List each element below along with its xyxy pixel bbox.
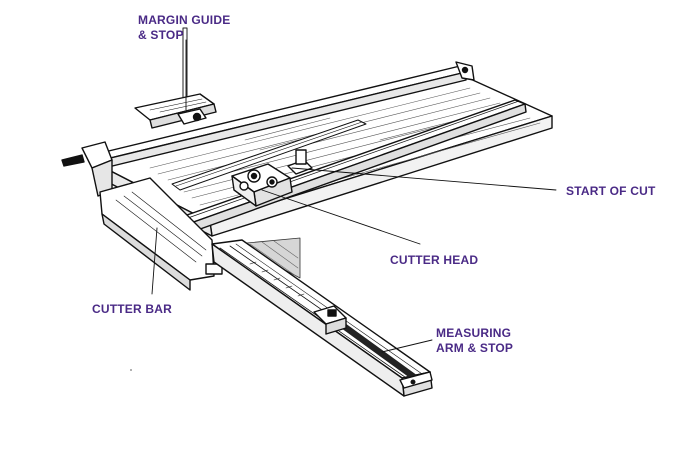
label-measuring-arm-line2: ARM & STOP bbox=[436, 341, 514, 355]
label-margin-guide-line1: MARGIN GUIDE bbox=[138, 13, 231, 27]
label-margin-guide-line2: & STOP bbox=[138, 28, 184, 42]
label-cutter-head-line1: CUTTER HEAD bbox=[390, 253, 479, 267]
measuring-arm bbox=[211, 239, 433, 397]
cutter-bar-rail bbox=[149, 99, 527, 243]
label-cutter-bar: CUTTER BAR bbox=[92, 302, 172, 317]
cutter-head bbox=[231, 149, 313, 207]
leader-lines bbox=[151, 39, 557, 353]
measuring-stop bbox=[313, 305, 347, 335]
label-measuring-arm: MEASURING ARM & STOP bbox=[436, 326, 513, 356]
margin-guide-rail bbox=[87, 27, 475, 171]
leader-cutter-head bbox=[261, 189, 421, 245]
label-cutter-head: CUTTER HEAD bbox=[390, 253, 478, 268]
clamp-handle bbox=[61, 141, 113, 197]
label-cutter-bar-line1: CUTTER BAR bbox=[92, 302, 172, 316]
leader-measuring-arm bbox=[381, 339, 433, 353]
label-start-of-cut-line1: START OF CUT bbox=[566, 184, 656, 198]
leader-cutter-bar bbox=[151, 227, 158, 295]
label-start-of-cut: START OF CUT bbox=[566, 184, 656, 199]
leader-start-of-cut bbox=[291, 167, 557, 191]
label-margin-guide: MARGIN GUIDE & STOP bbox=[138, 13, 230, 43]
label-measuring-arm-line1: MEASURING bbox=[436, 326, 512, 340]
